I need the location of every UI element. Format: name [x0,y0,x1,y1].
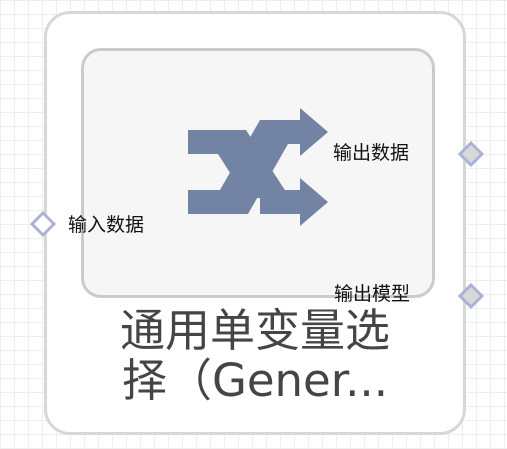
output-data-label: 输出数据 [333,142,410,164]
output-model-label: 输出模型 [334,283,411,305]
node-title-line-2: 择（Gener... [121,354,389,407]
input-data-label: 输入数据 [68,214,145,236]
output-data-port-diamond[interactable] [458,141,484,167]
node-title-line-1: 通用单变量选 [119,304,390,357]
node-title: 通用单变量选 择（Gener... [60,306,450,406]
shuffle-icon [188,108,328,226]
output-model-port-diamond[interactable] [458,283,484,309]
input-port-diamond[interactable] [30,211,56,237]
